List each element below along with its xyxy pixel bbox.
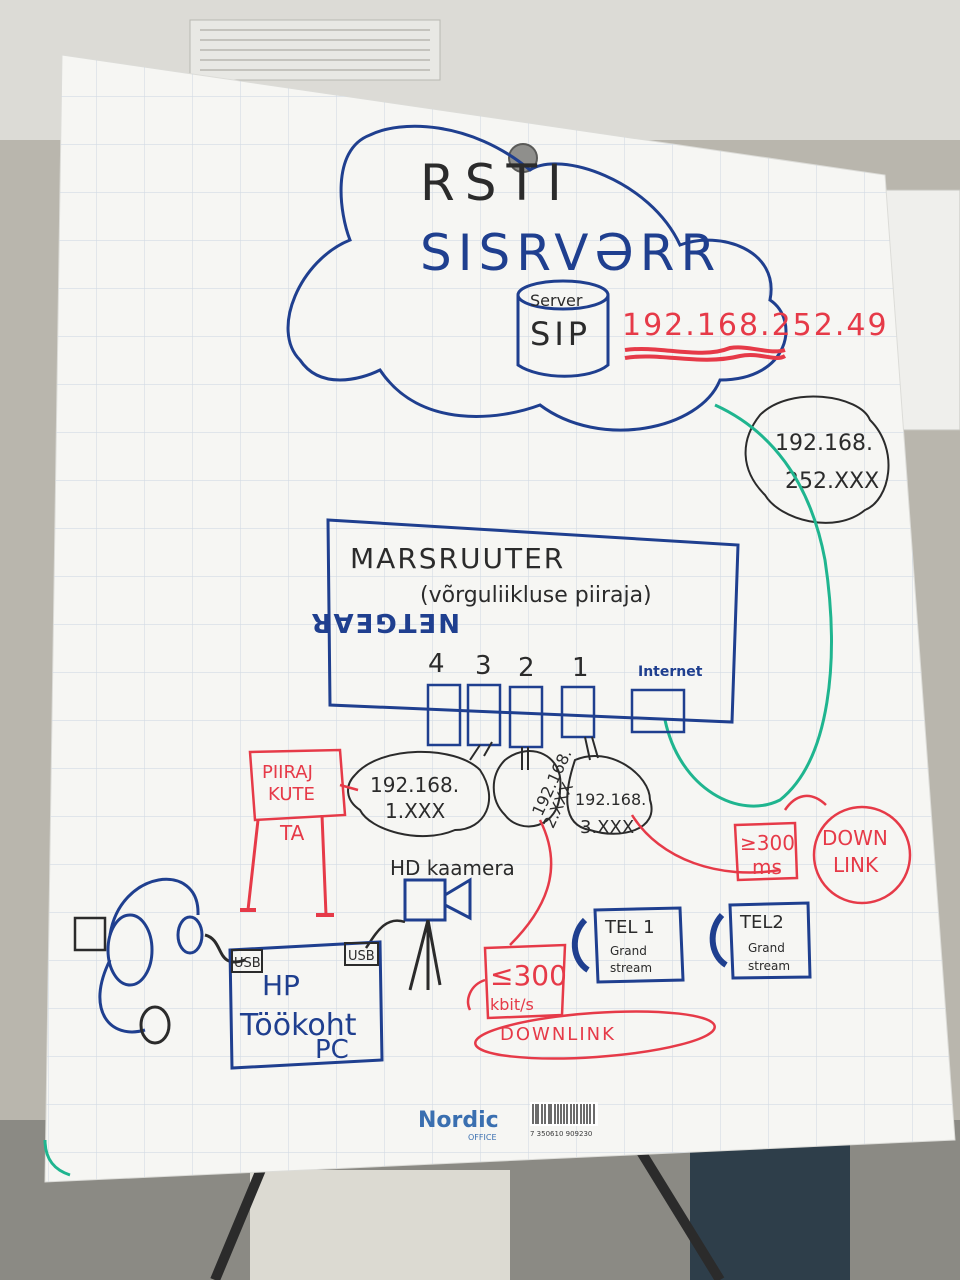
nordic-office-logo: Nordic OFFICE — [418, 1108, 499, 1142]
router-subtitle: (võrguliikluse piiraja) — [420, 583, 652, 608]
barcode-number: 7 350610 909230 — [530, 1130, 592, 1138]
limit-right: ≥300 ms — [733, 821, 799, 882]
internet-cable — [663, 403, 833, 808]
downlink-bottom: DOWNLINK — [474, 1010, 716, 1060]
phone-1-brand2: stream — [610, 961, 652, 975]
router-port-3 — [466, 683, 502, 747]
server-label: Server — [530, 291, 583, 310]
phone-2-name: TEL2 — [739, 912, 784, 933]
router-port-label-4: 4 — [428, 649, 445, 679]
phone-2-brand2: stream — [748, 959, 790, 973]
flipchart-grid — [45, 55, 955, 1182]
pc-usb-left: USB — [234, 956, 261, 971]
phone-1-handset-icon — [571, 917, 590, 973]
router-port-label-1: 1 — [572, 653, 589, 683]
limit-right-line2: ms — [752, 855, 782, 879]
subnet-3-line2: 3.XXX — [580, 817, 634, 838]
camera-cable — [364, 919, 406, 949]
cloud-sisvork: RSTI SISRVƏRR Server SIP 192.168.252.49 — [286, 124, 889, 432]
phone-1-name: TEL 1 — [604, 917, 655, 938]
stray-mark — [43, 1139, 71, 1177]
pc-line2: Töökoht — [239, 1008, 357, 1043]
logo-text: Nordic — [418, 1108, 499, 1133]
ceiling-vent — [189, 19, 441, 81]
camera-label: HD kaamera — [390, 856, 515, 880]
limiter-line1: PIIRAJ — [262, 762, 313, 783]
router-port-4 — [426, 683, 462, 747]
red-arrow — [630, 814, 781, 874]
subnet-3-line1: 192.168. — [575, 790, 646, 809]
red-arrow — [783, 794, 827, 811]
limit-right-line1: ≥300 — [740, 831, 795, 855]
downlink-right: DOWN LINK — [812, 805, 912, 905]
red-arrow — [466, 978, 486, 1011]
monitor — [690, 1130, 850, 1280]
keyboard — [250, 1170, 510, 1280]
phone-2-handset-icon — [709, 912, 728, 968]
barcode-icon: 7 350610 909230 — [530, 1102, 598, 1138]
red-arrow — [339, 783, 359, 792]
router-port-label-2: 2 — [518, 653, 535, 683]
limiter-line2: KUTE — [268, 784, 315, 805]
red-arrow — [509, 819, 553, 946]
subnet-252-line1: 192.168. — [775, 431, 873, 456]
server-name: SIP — [530, 315, 591, 353]
phone-2: TEL2 Grand stream — [709, 901, 812, 980]
router-brand: NETGEAR — [310, 607, 461, 637]
pin — [508, 143, 538, 173]
scribbled-out-text — [624, 345, 787, 362]
pc-line3: PC — [315, 1035, 349, 1065]
limiter-box: PIIRAJ KUTE TA — [240, 748, 347, 917]
easel-leg — [635, 1147, 725, 1280]
cloud-title-line1: RSTI — [420, 154, 572, 212]
pc-line1: HP — [262, 969, 300, 1002]
limiter-line3: TA — [279, 821, 305, 845]
router-port-2 — [508, 685, 544, 749]
router-title: MARSRUUTER — [350, 542, 565, 575]
router-internet-label: Internet — [638, 664, 703, 680]
cloud-title-line2: SISRVƏRR — [420, 224, 721, 282]
headset-icon — [73, 877, 246, 1045]
phone-1-brand1: Grand — [610, 944, 647, 958]
router-port-internet — [630, 688, 686, 734]
pc-usb-right: USB — [348, 949, 375, 964]
logo-sub-text: OFFICE — [468, 1133, 497, 1142]
downlink-right-line2: LINK — [833, 853, 879, 877]
subnet-1: 192.168. 1.XXX — [347, 750, 491, 838]
router-port-1 — [560, 685, 596, 739]
router-port-label-3: 3 — [475, 651, 492, 681]
server-ip: 192.168.252.49 — [622, 308, 889, 343]
phone-2-brand1: Grand — [748, 941, 785, 955]
limit-bottom-line2: kbit/s — [490, 995, 534, 1014]
camera-icon — [403, 877, 472, 991]
limit-bottom-line1: ≤300 — [490, 959, 567, 992]
subnet-1-line1: 192.168. — [370, 773, 459, 797]
downlink-bottom-text: DOWNLINK — [500, 1024, 616, 1045]
subnet-3: 192.168. 3.XXX — [566, 754, 653, 838]
phone-1: TEL 1 Grand stream — [571, 906, 685, 984]
easel-leg — [210, 1158, 270, 1280]
port-cable — [469, 741, 493, 761]
sip-server-icon — [516, 279, 610, 378]
router-box: MARSRUUTER (võrguliikluse piiraja) NETGE… — [310, 518, 740, 749]
limit-bottom: ≤300 kbit/s — [483, 943, 567, 1020]
subnet-1-line2: 1.XXX — [385, 799, 445, 823]
pc-box: USB USB HP Töökoht PC — [228, 940, 384, 1070]
downlink-right-line1: DOWN — [822, 826, 888, 850]
